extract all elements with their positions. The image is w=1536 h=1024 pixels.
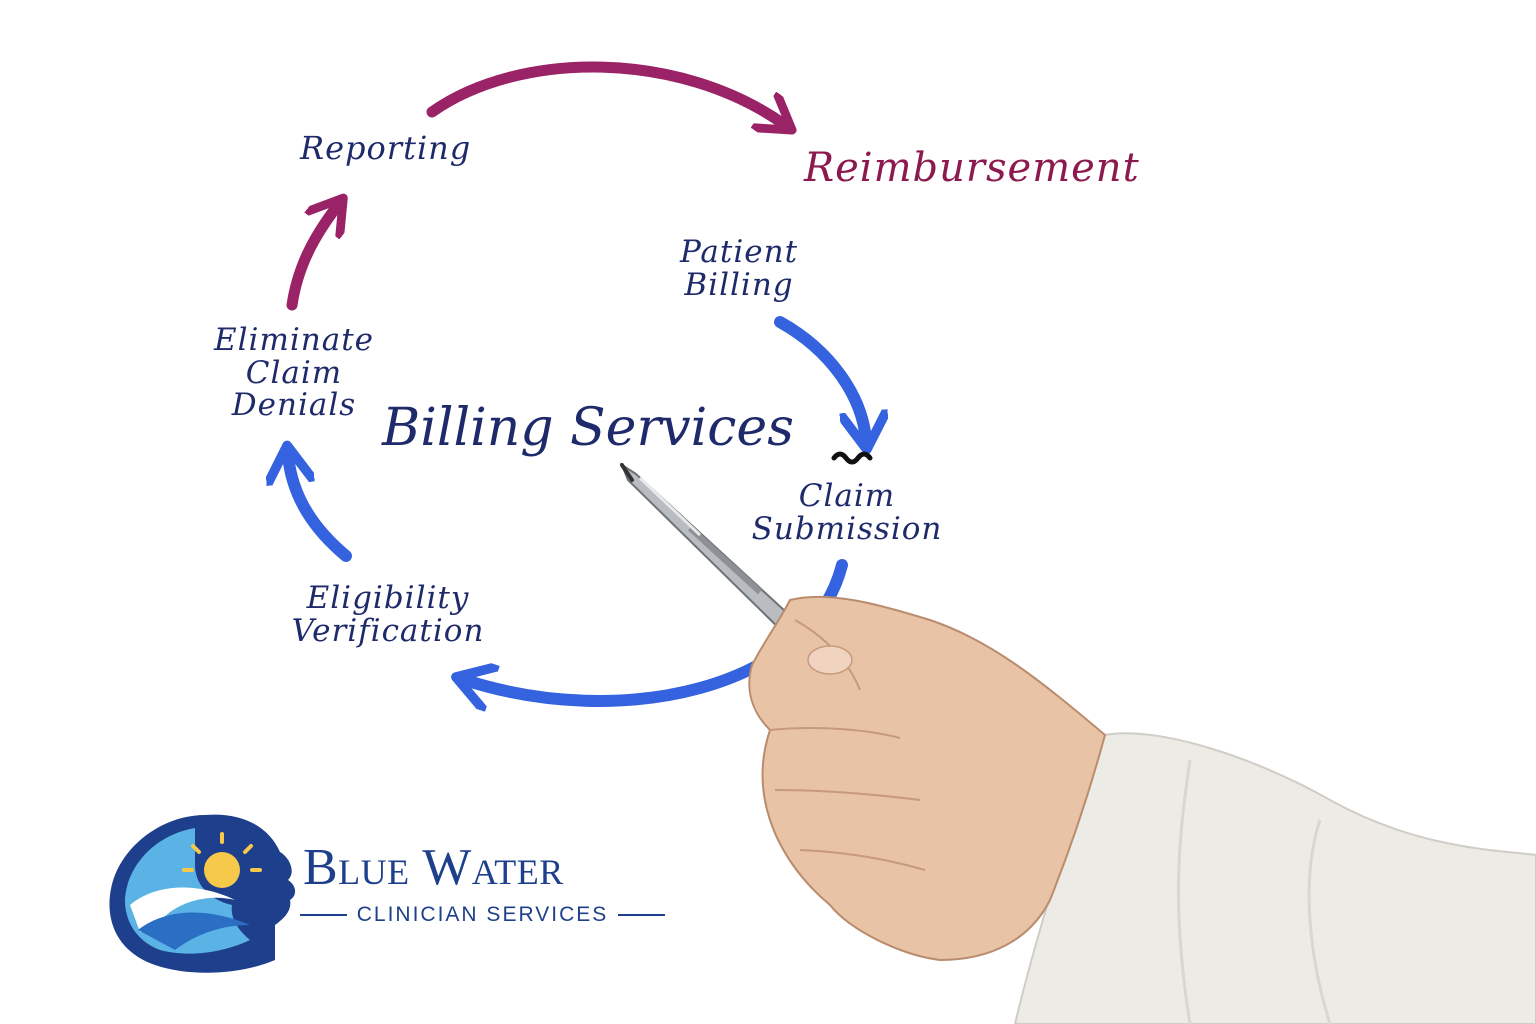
- tagline-rule-left: [300, 914, 347, 916]
- logo-head-icon: [109, 815, 295, 973]
- brand-name: Blue Water: [303, 838, 564, 897]
- brand-tagline-row: CLINICIAN SERVICES: [300, 900, 665, 930]
- tagline-rule-right: [618, 914, 665, 916]
- brand-tagline: CLINICIAN SERVICES: [357, 903, 609, 927]
- sun-icon: [204, 852, 240, 888]
